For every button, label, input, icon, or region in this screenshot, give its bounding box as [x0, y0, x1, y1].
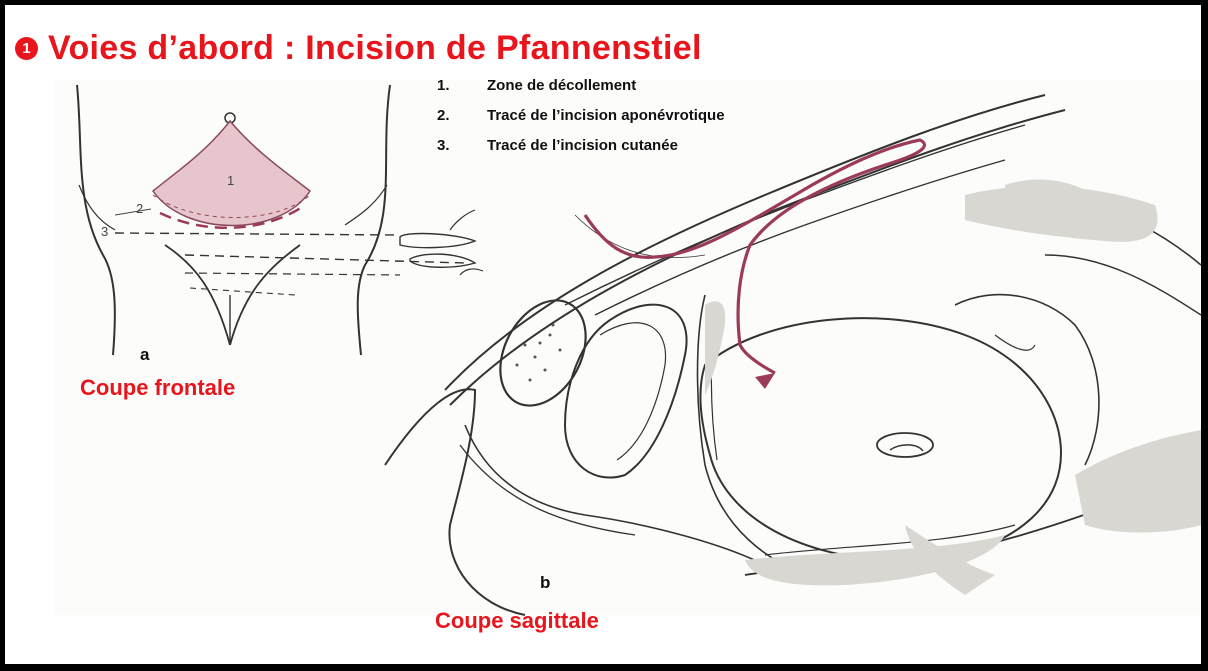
legend-label: Tracé de l’incision cutanée [487, 137, 678, 154]
legend-item: 3. Tracé de l’incision cutanée [437, 137, 725, 167]
legend-number: 3. [437, 137, 487, 154]
frontal-marker-3: 3 [101, 224, 108, 239]
legend-item: 1. Zone de décollement [437, 77, 725, 107]
slide-frame: 1 2 3 [5, 5, 1201, 664]
sagittal-letter: b [540, 573, 550, 593]
sagittal-caption: Coupe sagittale [435, 608, 599, 634]
legend-number: 2. [437, 107, 487, 124]
number-badge: 1 [15, 37, 38, 60]
legend-item: 2. Tracé de l’incision aponévrotique [437, 107, 725, 137]
frontal-caption: Coupe frontale [80, 375, 235, 401]
legend: 1. Zone de décollement 2. Tracé de l’inc… [437, 77, 725, 167]
frontal-letter: a [140, 345, 149, 365]
title-text: Voies d’abord : Incision de Pfannenstiel [48, 29, 702, 68]
legend-label: Zone de décollement [487, 77, 636, 94]
slide-title: 1 Voies d’abord : Incision de Pfannensti… [15, 29, 702, 68]
legend-label: Tracé de l’incision aponévrotique [487, 107, 725, 124]
legend-number: 1. [437, 77, 487, 94]
frontal-marker-1: 1 [227, 173, 234, 188]
frontal-marker-2: 2 [136, 201, 143, 216]
